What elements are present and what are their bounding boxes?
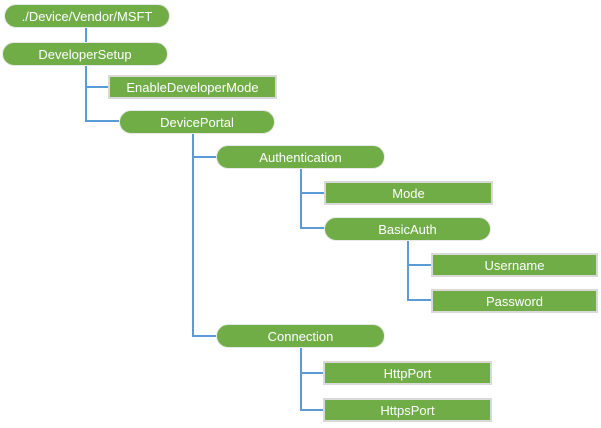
node-label-httpsport: HttpsPort	[380, 402, 435, 418]
node-basicauth: BasicAuth	[324, 217, 491, 241]
node-label-developersetup: DeveloperSetup	[38, 46, 132, 62]
connector-stub-password	[407, 299, 432, 301]
node-root: ./Device/Vendor/MSFT	[4, 4, 170, 28]
connector-stub-username	[407, 264, 432, 266]
node-label-enabledevelopermode: EnableDeveloperMode	[126, 79, 259, 95]
node-mode: Mode	[324, 181, 493, 205]
connector-stub-basicauth	[300, 227, 325, 229]
connector-deviceportal-trunk	[192, 133, 194, 337]
node-label-connection: Connection	[267, 328, 334, 344]
node-label-password: Password	[485, 293, 544, 309]
node-label-basicauth: BasicAuth	[378, 221, 437, 237]
connector-stub-authentication	[192, 156, 217, 158]
node-label-username: Username	[484, 257, 545, 273]
node-label-deviceportal: DevicePortal	[160, 114, 234, 130]
connector-stub-httpsport	[300, 409, 324, 411]
node-deviceportal: DevicePortal	[119, 110, 275, 134]
connector-connection-trunk	[300, 347, 302, 410]
node-developersetup: DeveloperSetup	[2, 42, 168, 66]
connector-basicauth-trunk	[407, 240, 409, 301]
connector-authentication-trunk	[300, 168, 302, 229]
node-username: Username	[431, 253, 598, 277]
node-httpport: HttpPort	[323, 361, 492, 385]
connector-stub-deviceportal	[85, 120, 120, 122]
node-label-root: ./Device/Vendor/MSFT	[21, 8, 153, 24]
connector-root-to-developersetup	[85, 27, 87, 43]
connector-stub-connection	[192, 335, 217, 337]
node-httpsport: HttpsPort	[323, 398, 492, 422]
node-label-mode: Mode	[392, 185, 425, 201]
connector-stub-mode	[300, 192, 325, 194]
node-enabledevelopermode: EnableDeveloperMode	[108, 75, 277, 99]
node-connection: Connection	[216, 324, 385, 348]
node-label-authentication: Authentication	[259, 149, 342, 165]
connector-stub-enabledevelopermode	[85, 86, 109, 88]
connector-stub-httpport	[300, 372, 324, 374]
node-label-httpport: HttpPort	[383, 365, 432, 381]
node-password: Password	[431, 289, 598, 313]
connector-developersetup-trunk	[85, 65, 87, 122]
node-authentication: Authentication	[216, 145, 385, 169]
